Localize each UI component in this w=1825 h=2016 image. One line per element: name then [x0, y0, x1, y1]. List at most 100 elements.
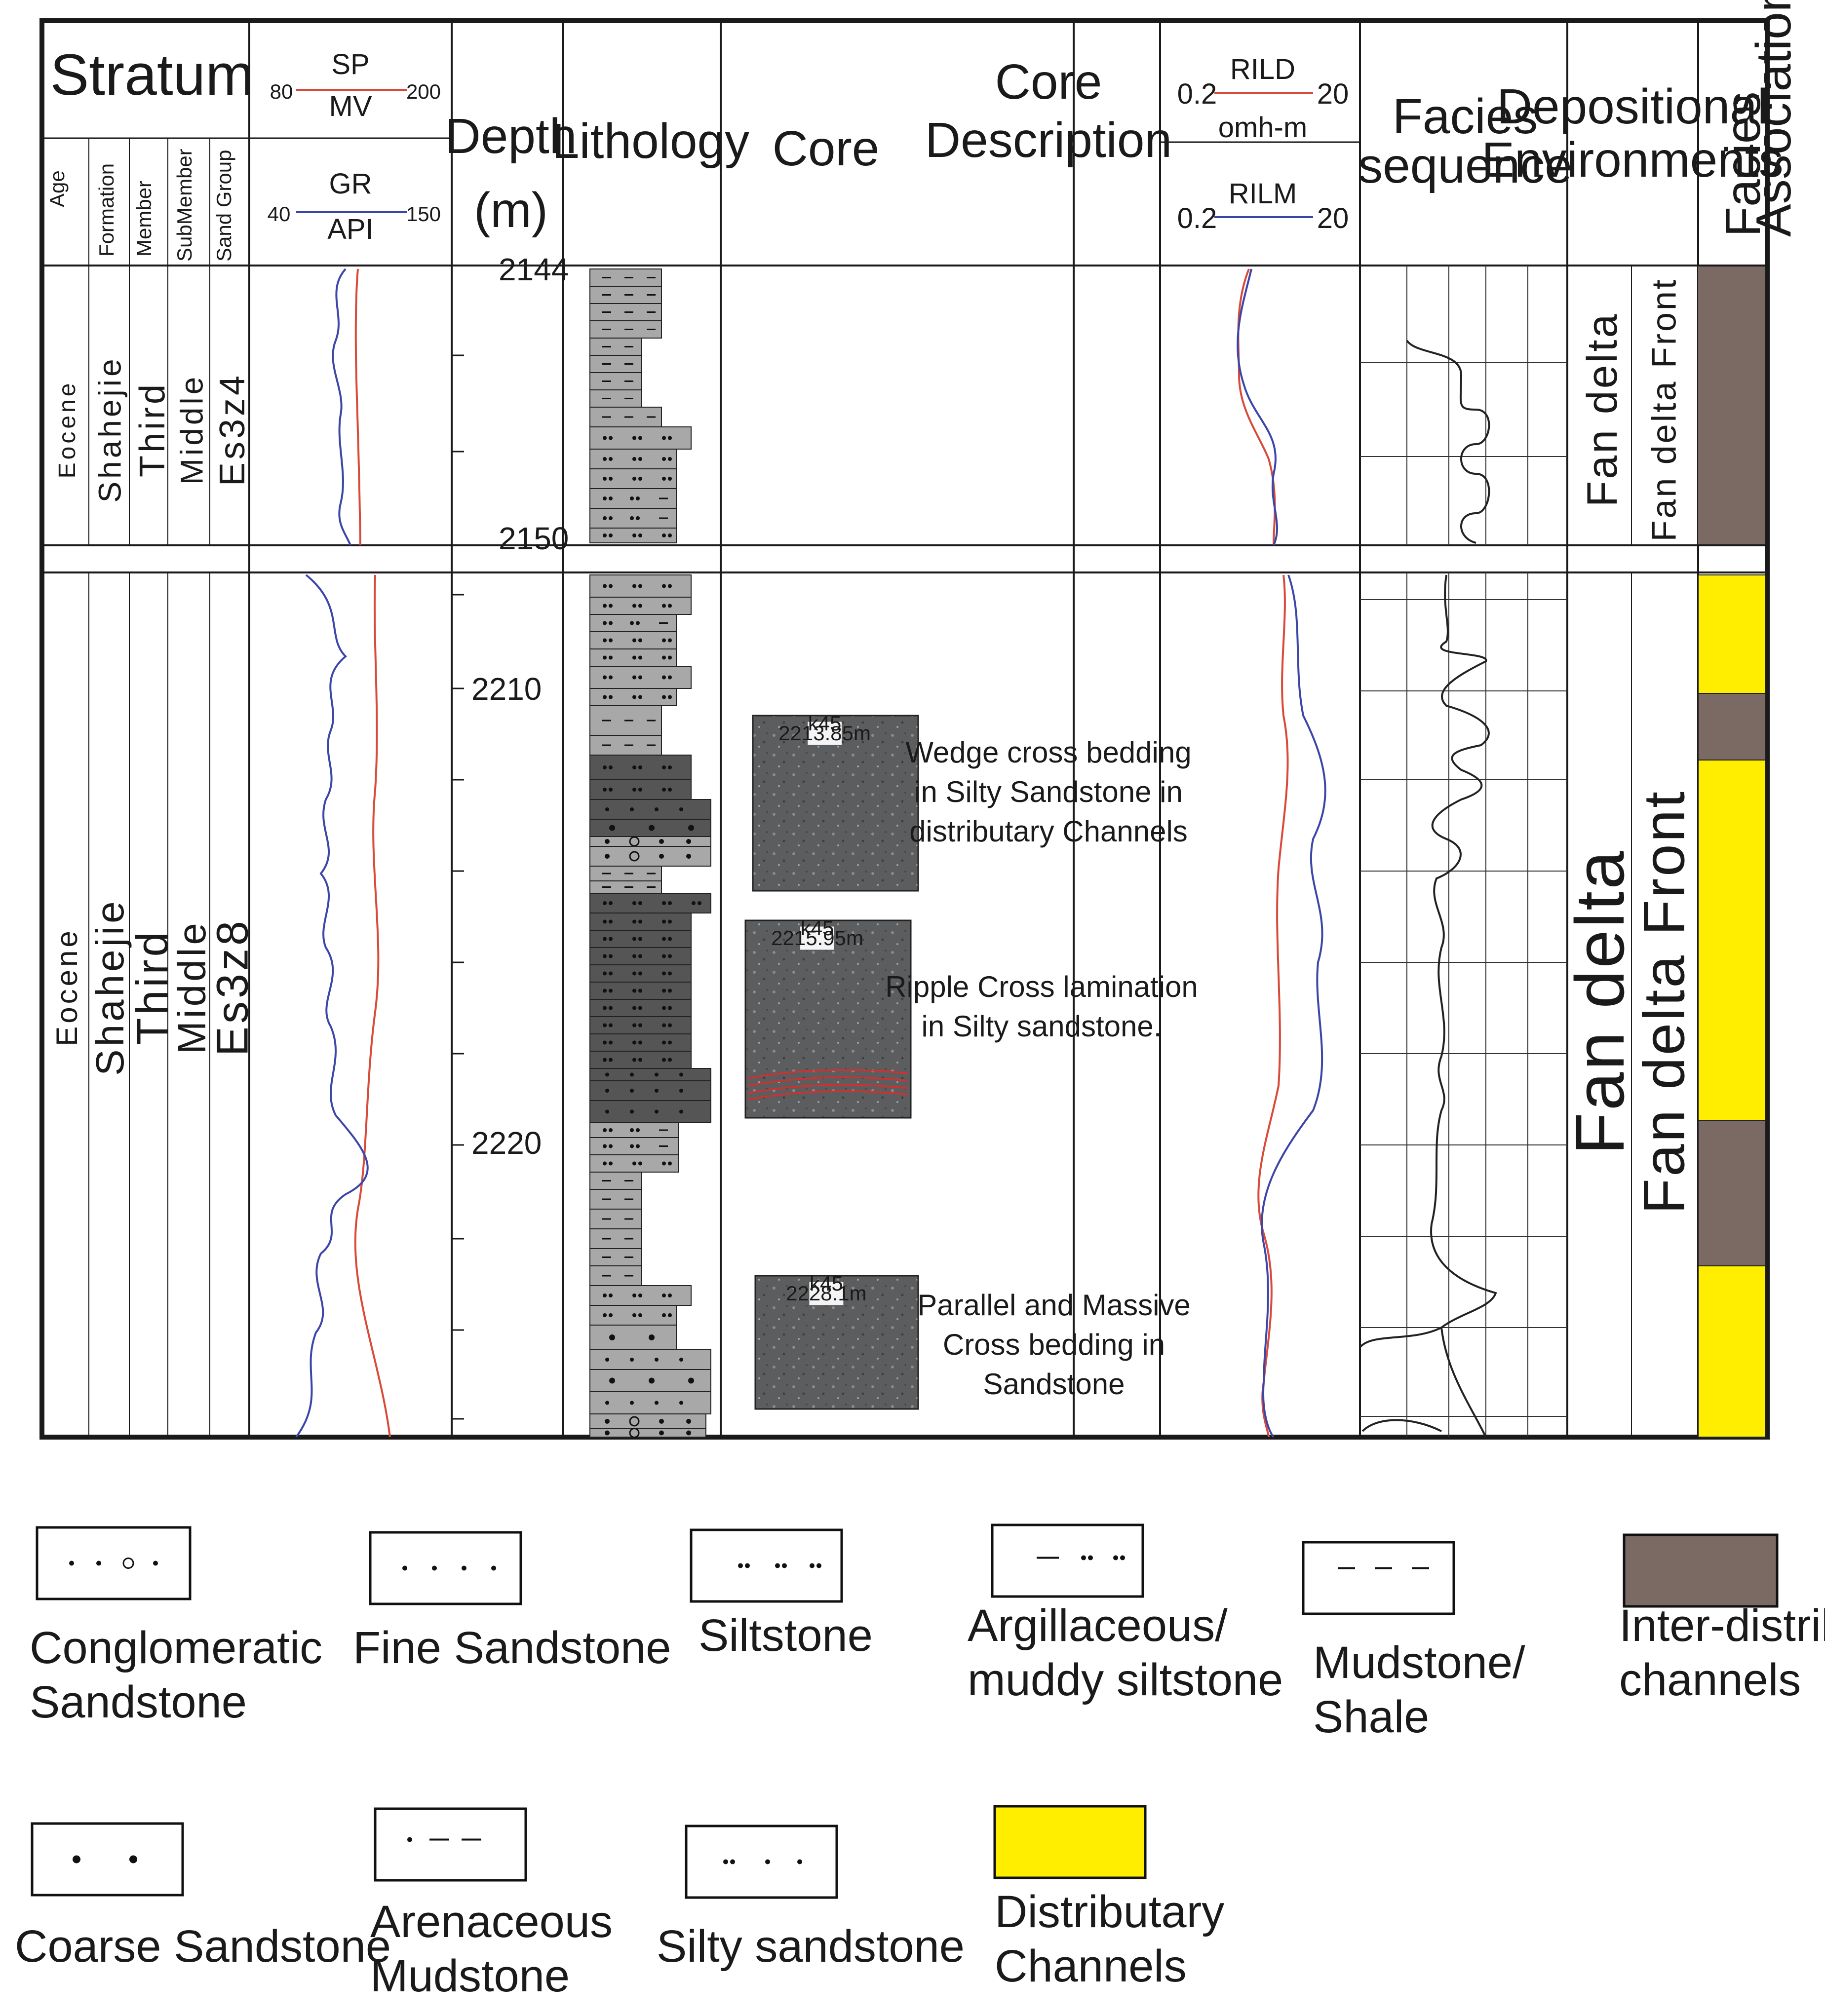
litho-dot: [638, 1006, 642, 1010]
lithology-bed-fill: [589, 799, 711, 820]
core-photo-tag: k45: [810, 1272, 843, 1295]
strat-label-sand_group: Es3z4: [213, 373, 252, 486]
legend-swatch: [690, 1528, 843, 1603]
litho-dot: [603, 655, 607, 660]
formation-header: Formation: [95, 163, 118, 257]
litho-dot: [630, 807, 634, 811]
litho-dot: [662, 477, 666, 481]
litho-dot: [638, 436, 642, 440]
lithology-bed: [589, 735, 662, 756]
depth-unit: (m): [474, 183, 548, 238]
core-photo-tag: k45: [808, 712, 842, 735]
litho-dot: [603, 765, 607, 769]
rild-name: RILD: [1230, 53, 1295, 85]
legend-label-line: Inter-distributary: [1619, 1600, 1825, 1651]
litho-dot: [636, 516, 640, 520]
rilm-name: RILM: [1229, 178, 1297, 210]
litho-dot: [662, 457, 666, 461]
legend-label-line: Silty sandstone: [657, 1921, 965, 1972]
legend-dot: [402, 1565, 407, 1571]
litho-dot: [668, 675, 672, 680]
lithology-bed: [589, 947, 692, 965]
litho-dot: [632, 1161, 636, 1166]
litho-dot: [605, 807, 609, 811]
sp-curve: [354, 268, 361, 546]
lithology-bed: [589, 836, 711, 847]
litho-dot: [636, 1128, 640, 1132]
lithology-bed: [589, 913, 692, 931]
litho-dot: [609, 695, 613, 699]
lithology-bed: [589, 1068, 711, 1081]
litho-dot: [609, 584, 613, 588]
litho-dot: [603, 1144, 607, 1148]
litho-dot: [609, 989, 613, 993]
litho-dot: [605, 1401, 609, 1405]
legend-dot: [816, 1563, 821, 1568]
litho-dot: [638, 1313, 642, 1317]
litho-dot: [662, 655, 666, 660]
litho-dot: [632, 788, 636, 792]
legend-dot: [730, 1859, 735, 1864]
litho-dot: [632, 1006, 636, 1010]
legend-dot: [1081, 1555, 1086, 1560]
litho-dot: [662, 584, 666, 588]
litho-dot: [603, 675, 607, 680]
litho-dot: [679, 807, 683, 811]
legend-label-line: Argillaceous/: [968, 1600, 1228, 1651]
core-photo-lamina: [747, 1069, 909, 1079]
lithology-bed: [589, 303, 662, 321]
lithology-bed: [589, 355, 642, 373]
sp-gr-curves: [295, 268, 391, 1438]
litho-dot: [632, 919, 636, 924]
litho-dot: [605, 1109, 609, 1114]
strat-label-member: Third: [133, 381, 172, 477]
litho-dot: [668, 1006, 672, 1010]
litho-dot: [636, 496, 640, 500]
litho-dot: [668, 989, 672, 993]
litho-dot: [632, 584, 636, 588]
litho-dot: [609, 1334, 615, 1340]
core-photo-depth: 2213.85m: [778, 722, 871, 745]
litho-dot: [605, 1358, 609, 1362]
lithology-bed: [589, 338, 642, 356]
litho-dot: [632, 533, 636, 537]
rild-curve: [1237, 268, 1276, 546]
lithology-bed-fill: [589, 1068, 711, 1081]
litho-dot: [668, 584, 672, 588]
litho-pebble: [629, 1416, 640, 1427]
lithology-bed: [589, 614, 677, 632]
facies-assoc-block: [1698, 693, 1766, 761]
lithology-bed: [589, 688, 677, 706]
strat-label-member: Third: [128, 929, 178, 1045]
legend-dot: [69, 1560, 74, 1566]
litho-dot: [609, 901, 613, 905]
legend-label-line: Sandstone: [30, 1677, 247, 1727]
submember-header: SubMember: [173, 149, 196, 262]
litho-dot: [638, 788, 642, 792]
lithology-bed: [589, 1172, 642, 1190]
legend-dot: [491, 1565, 496, 1571]
sp-unit: MV: [329, 90, 372, 122]
strat-label-age: Eocene: [54, 380, 80, 479]
facies-sequence-curve: [1406, 340, 1490, 544]
env-label: Fan delta: [1561, 849, 1638, 1155]
litho-dot: [603, 937, 607, 941]
litho-dot: [605, 1089, 609, 1093]
litho-dot: [662, 971, 666, 976]
strat-label-sand_group: Es3z8: [208, 918, 258, 1056]
litho-dot: [603, 695, 607, 699]
litho-dot: [668, 937, 672, 941]
litho-dot: [686, 839, 691, 844]
litho-dot: [603, 1128, 607, 1132]
litho-dot: [668, 1058, 672, 1062]
legend-label: Mudstone/Shale: [1313, 1637, 1525, 1742]
lithology-bed: [589, 528, 677, 543]
litho-dot: [638, 695, 642, 699]
lithology-bed: [589, 1349, 711, 1370]
litho-dot: [603, 477, 607, 481]
strat-label-submember: Middle: [174, 374, 209, 485]
lithology-bed: [589, 1154, 679, 1173]
lithology-bed: [589, 755, 692, 780]
